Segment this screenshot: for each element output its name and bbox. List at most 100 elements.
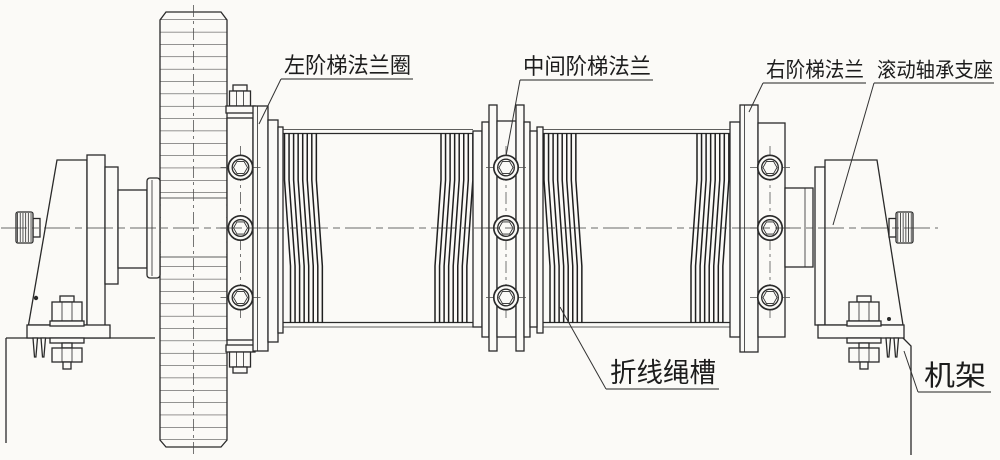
middle-flange-step: [523, 121, 531, 338]
hex-bolt: [486, 284, 526, 311]
middle-flange-step: [481, 121, 490, 338]
left-stepped-flange: [252, 105, 284, 352]
right-base-plate: [817, 324, 905, 339]
upper-nut: [848, 301, 880, 322]
gear-wheel: [159, 5, 228, 455]
right-flange-step: [729, 121, 741, 338]
callout-rope-groove: 折线绳槽: [559, 306, 719, 390]
bolt-hex-head: [762, 161, 778, 174]
flange-bolts: [220, 146, 790, 318]
bolt-inner-circle: [497, 158, 515, 177]
rope-groove-line: [434, 133, 442, 323]
bolt-hex-head: [498, 161, 514, 174]
top-bolt-cap: [232, 84, 248, 92]
right-shaft-hub: [784, 187, 814, 268]
left-pedestal-body: [27, 159, 88, 326]
lower-washer: [846, 337, 882, 344]
rope-groove-line: [301, 133, 310, 323]
anchor-pin: [40, 337, 47, 358]
label-rope-groove: 折线绳槽: [610, 358, 716, 388]
rope-groove-line: [722, 133, 730, 323]
callout-middle-flange: 中间阶梯法兰: [505, 54, 653, 157]
drum-step: [536, 126, 544, 334]
rope-groove-line: [288, 133, 296, 323]
rope-groove-line: [547, 133, 556, 323]
rope-groove-line: [708, 133, 716, 323]
left-knob-knurl: [17, 213, 32, 242]
right-bearing-housing: [814, 166, 826, 326]
leader-line: [832, 82, 875, 226]
rope-groove-line: [713, 133, 721, 323]
drum-shell: [283, 126, 730, 334]
rope-groove-line: [566, 133, 574, 323]
rope-groove-line: [461, 133, 470, 323]
hex-bolt: [486, 154, 526, 181]
rope-groove-line: [561, 133, 569, 323]
left-pedestal-mark: [33, 295, 39, 301]
hex-bolt: [750, 154, 790, 181]
rope-groove-line: [315, 133, 324, 323]
bottom-bolt-hex: [228, 351, 252, 368]
label-middle-flange: 中间阶梯法兰: [523, 54, 651, 79]
hex-bolt: [220, 284, 261, 311]
leader-line: [505, 79, 521, 157]
label-frame: 机架: [924, 360, 986, 392]
rope-groove-line: [556, 133, 565, 323]
frame-right-edge: [902, 337, 912, 455]
bolt-inner-circle: [761, 288, 779, 307]
rope-groove-line: [443, 133, 451, 323]
leader-line: [559, 306, 607, 390]
right-knob-knurl: [897, 213, 912, 242]
left-flange-step1: [267, 119, 279, 343]
upper-washer: [846, 320, 882, 327]
rope-groove-line: [452, 133, 460, 323]
rope-groove-line: [297, 133, 305, 323]
anchor-pins: [32, 337, 900, 358]
leader-line: [258, 78, 282, 125]
bolt-inner-circle: [231, 288, 250, 307]
left-base-plate: [26, 324, 111, 339]
rope-groove-line: [717, 133, 726, 323]
left-bearing-housing: [104, 166, 119, 285]
bolt-hex-head: [233, 161, 248, 174]
left-shaft-sleeve: [117, 189, 148, 269]
callout-bearing-support: 滚动轴承支座: [832, 59, 994, 226]
callout-left-flange: 左阶梯法兰圈: [258, 53, 413, 125]
rope-groove-line: [552, 133, 560, 323]
stud: [61, 342, 73, 349]
bolt-inner-circle: [231, 158, 250, 177]
top-bolt-washer: [225, 105, 256, 114]
label-left-flange: 左阶梯法兰圈: [284, 53, 411, 78]
foundation-bolts: [49, 295, 882, 370]
rope-groove-line: [694, 133, 703, 323]
foundation-bolt: [49, 295, 85, 370]
hex-bolt: [220, 154, 261, 181]
rope-groove-line: [457, 133, 465, 323]
label-right-flange: 右阶梯法兰: [766, 58, 864, 82]
anchor-pin: [885, 337, 892, 358]
right-flange-ring: [739, 104, 759, 353]
anchor-pin: [32, 337, 39, 358]
rope-groove-line: [447, 133, 456, 323]
anchor-pin: [893, 337, 900, 358]
callout-frame: 机架: [903, 350, 991, 393]
label-bearing-support: 滚动轴承支座: [877, 59, 993, 82]
rope-groove-line: [306, 133, 314, 323]
right-shaft-sleeve: [784, 187, 814, 268]
left-flange-ring: [252, 105, 269, 352]
lower-nut: [848, 347, 880, 363]
bolt-hex-head: [233, 291, 248, 304]
upper-nut: [51, 301, 83, 322]
lower-washer: [49, 337, 85, 344]
bottom-bolt-cap: [232, 366, 248, 374]
right-pedestal-mark: [887, 317, 891, 321]
bolt-cap: [856, 295, 872, 303]
rope-groove-line: [690, 133, 698, 323]
leader-line: [748, 82, 764, 113]
callout-labels: 左阶梯法兰圈 中间阶梯法兰 右阶梯法兰 滚动轴承支座 折线绳槽 机架: [258, 53, 994, 393]
hex-bolt: [750, 284, 790, 311]
bolt-inner-circle: [761, 158, 779, 177]
rope-groove-line: [311, 133, 319, 323]
